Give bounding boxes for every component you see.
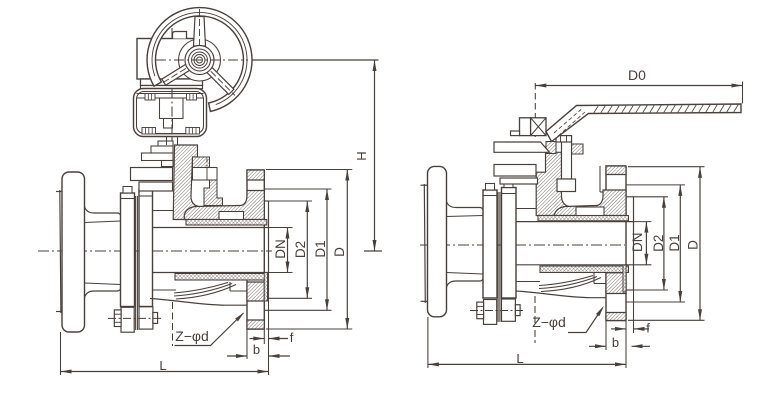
svg-text:Z−φd: Z−φd bbox=[175, 328, 209, 344]
svg-text:D1: D1 bbox=[667, 234, 682, 251]
svg-text:D1: D1 bbox=[313, 240, 328, 257]
svg-text:DN: DN bbox=[273, 239, 288, 259]
svg-text:b: b bbox=[612, 335, 619, 350]
svg-text:Z−φd: Z−φd bbox=[532, 314, 566, 330]
svg-text:f: f bbox=[646, 321, 650, 336]
svg-text:D: D bbox=[686, 240, 701, 250]
svg-text:b: b bbox=[253, 342, 260, 357]
svg-text:L: L bbox=[159, 358, 166, 373]
svg-text:H: H bbox=[354, 151, 369, 160]
svg-text:L: L bbox=[516, 351, 523, 366]
svg-text:DN: DN bbox=[630, 232, 645, 252]
svg-text:D0: D0 bbox=[628, 67, 646, 83]
svg-text:D2: D2 bbox=[293, 241, 308, 258]
svg-text:D: D bbox=[332, 247, 347, 257]
svg-text:f: f bbox=[290, 330, 294, 345]
svg-text:D2: D2 bbox=[651, 235, 666, 252]
